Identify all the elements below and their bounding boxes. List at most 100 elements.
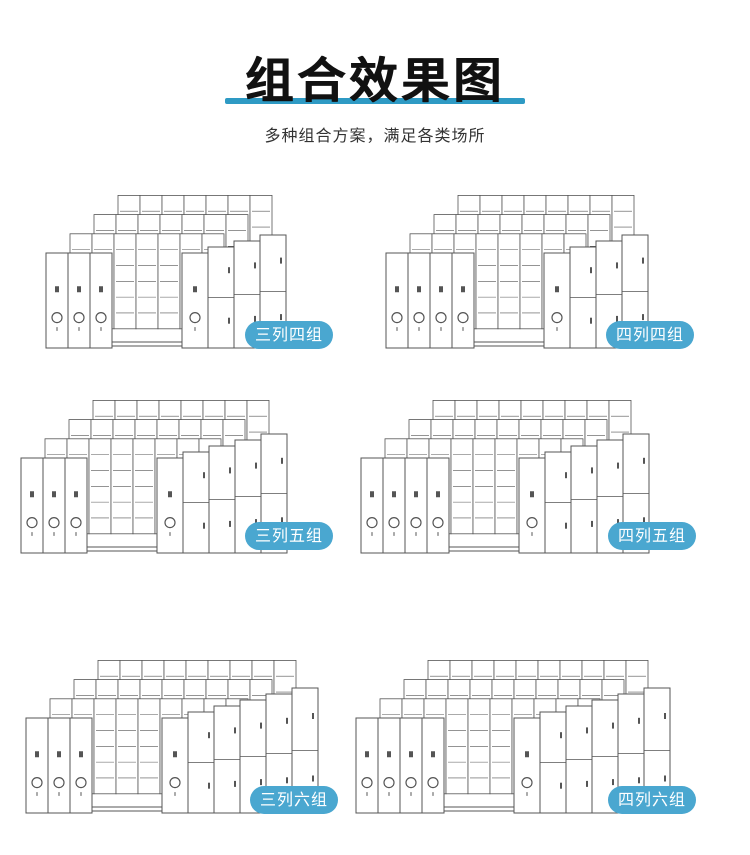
config-label: 三列六组 <box>250 786 339 814</box>
cabinet-face <box>355 717 379 814</box>
cabinet-face <box>156 457 184 554</box>
lock-icon <box>414 491 418 498</box>
lock-icon <box>555 286 559 293</box>
cabinet-face <box>69 717 93 814</box>
shelving-illustration <box>25 660 319 814</box>
handwheel-icon <box>95 312 107 324</box>
cabinet-face <box>89 252 113 349</box>
door-handle <box>643 517 645 524</box>
door-handle <box>234 727 236 734</box>
door-handle <box>234 780 236 787</box>
cabinet-face <box>360 457 384 554</box>
handwheel-icon <box>427 777 439 789</box>
handwheel-icon <box>164 517 176 529</box>
lock-icon <box>79 751 83 758</box>
config-panel-3x4: 三列四组 <box>40 175 370 360</box>
shelving-illustration <box>355 660 671 814</box>
door-handle <box>254 315 256 322</box>
handwheel-icon <box>73 312 85 324</box>
config-panel-3x5: 三列五组 <box>15 365 345 554</box>
handwheel-icon <box>31 777 43 789</box>
door-handle <box>228 317 230 324</box>
door-handle <box>616 315 618 322</box>
lock-icon <box>99 286 103 293</box>
door-handle <box>590 267 592 274</box>
cabinet-face <box>518 457 546 554</box>
lock-icon <box>417 286 421 293</box>
door-handle <box>638 777 640 784</box>
door-handle <box>255 462 257 469</box>
lock-icon <box>173 751 177 758</box>
handwheel-icon <box>189 312 201 324</box>
lock-icon <box>530 491 534 498</box>
cabinet-face <box>45 252 69 349</box>
cabinet-face <box>64 457 88 554</box>
lock-icon <box>77 286 81 293</box>
door-handle <box>565 522 567 529</box>
handwheel-icon <box>457 312 469 324</box>
shelving-illustration <box>360 400 650 554</box>
lock-icon <box>55 286 59 293</box>
lock-icon <box>392 491 396 498</box>
lock-icon <box>30 491 34 498</box>
door-handle <box>312 713 314 719</box>
lock-icon <box>525 751 529 758</box>
title-area: 组合效果图 <box>0 50 750 120</box>
handwheel-icon <box>435 312 447 324</box>
door-handle <box>591 467 593 474</box>
config-label: 四列六组 <box>608 786 697 814</box>
door-handle <box>260 779 262 786</box>
cabinet-face <box>385 252 409 349</box>
handwheel-icon <box>521 777 533 789</box>
lock-icon <box>57 751 61 758</box>
cabinet-face <box>404 457 428 554</box>
door-handle <box>642 257 644 264</box>
door-handle <box>260 722 262 729</box>
door-handle <box>312 775 314 782</box>
cabinet-face <box>42 457 66 554</box>
door-handle <box>591 520 593 527</box>
lock-icon <box>370 491 374 498</box>
handwheel-icon <box>383 777 395 789</box>
cabinet-face <box>399 717 423 814</box>
config-label: 三列五组 <box>245 522 334 550</box>
cabinet-face <box>407 252 431 349</box>
cabinet-face <box>181 252 209 349</box>
cabinet-face <box>451 252 475 349</box>
lock-icon <box>168 491 172 498</box>
door-handle <box>280 314 282 321</box>
lock-icon <box>461 286 465 293</box>
handwheel-icon <box>551 312 563 324</box>
door-handle <box>208 782 210 789</box>
lock-icon <box>409 751 413 758</box>
lock-icon <box>365 751 369 758</box>
lock-icon <box>436 491 440 498</box>
door-handle <box>664 713 666 719</box>
lock-icon <box>52 491 56 498</box>
door-handle <box>286 777 288 784</box>
handwheel-icon <box>405 777 417 789</box>
config-panel-3x6: 三列六组 <box>20 610 350 814</box>
config-panel-4x5: 四列五组 <box>355 365 697 554</box>
cabinet-face <box>426 457 450 554</box>
handwheel-icon <box>70 517 82 529</box>
door-handle <box>560 732 562 739</box>
handwheel-icon <box>75 777 87 789</box>
lock-icon <box>35 751 39 758</box>
door-handle <box>281 517 283 524</box>
door-handle <box>612 722 614 729</box>
door-handle <box>229 467 231 474</box>
door-handle <box>229 520 231 527</box>
door-handle <box>638 717 640 724</box>
title-underline <box>225 98 525 104</box>
door-handle <box>565 472 567 479</box>
cabinet-face <box>382 457 406 554</box>
cabinet-face <box>25 717 49 814</box>
cabinet-face <box>377 717 401 814</box>
handwheel-icon <box>413 312 425 324</box>
lock-icon <box>74 491 78 498</box>
door-handle <box>281 457 283 464</box>
door-handle <box>254 262 256 269</box>
cabinet-face <box>67 252 91 349</box>
cabinet-face <box>47 717 71 814</box>
